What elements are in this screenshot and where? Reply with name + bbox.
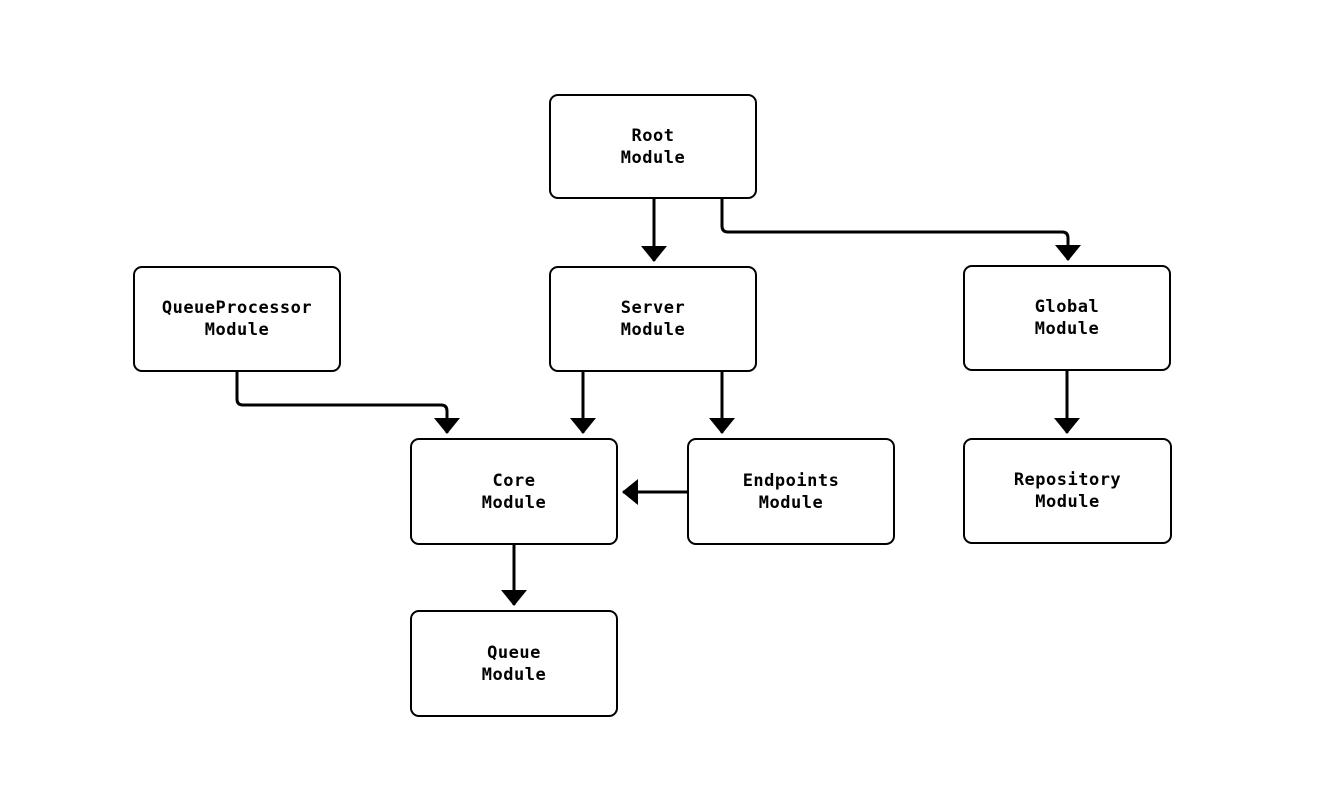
edge-root-module-to-global-module xyxy=(720,199,1081,261)
node-label-line2: Module xyxy=(1034,319,1100,339)
node-label-line2: Module xyxy=(481,492,547,513)
node-label-line1: Server xyxy=(620,298,686,318)
node-label-line2: Module xyxy=(758,492,824,513)
node-label-line1: QueueProcessor xyxy=(161,298,313,318)
node-label-line2: Module xyxy=(1035,492,1100,512)
node-label-line1: Queue xyxy=(487,642,541,663)
node-label-line1: Repository xyxy=(1013,470,1122,490)
node-label-line2: Module xyxy=(620,147,686,168)
node-label-line1: Global xyxy=(1034,297,1100,317)
node-label-line2: Module xyxy=(204,320,270,340)
node-label-line1: Endpoints xyxy=(742,470,840,491)
node-label-line2: Module xyxy=(620,320,686,340)
node-label-line2: Module xyxy=(481,664,547,685)
edge-queueprocessor-module-to-core-module xyxy=(235,372,460,434)
node-label-line1: Core xyxy=(492,470,536,491)
node-label-line1: Root xyxy=(631,125,675,146)
